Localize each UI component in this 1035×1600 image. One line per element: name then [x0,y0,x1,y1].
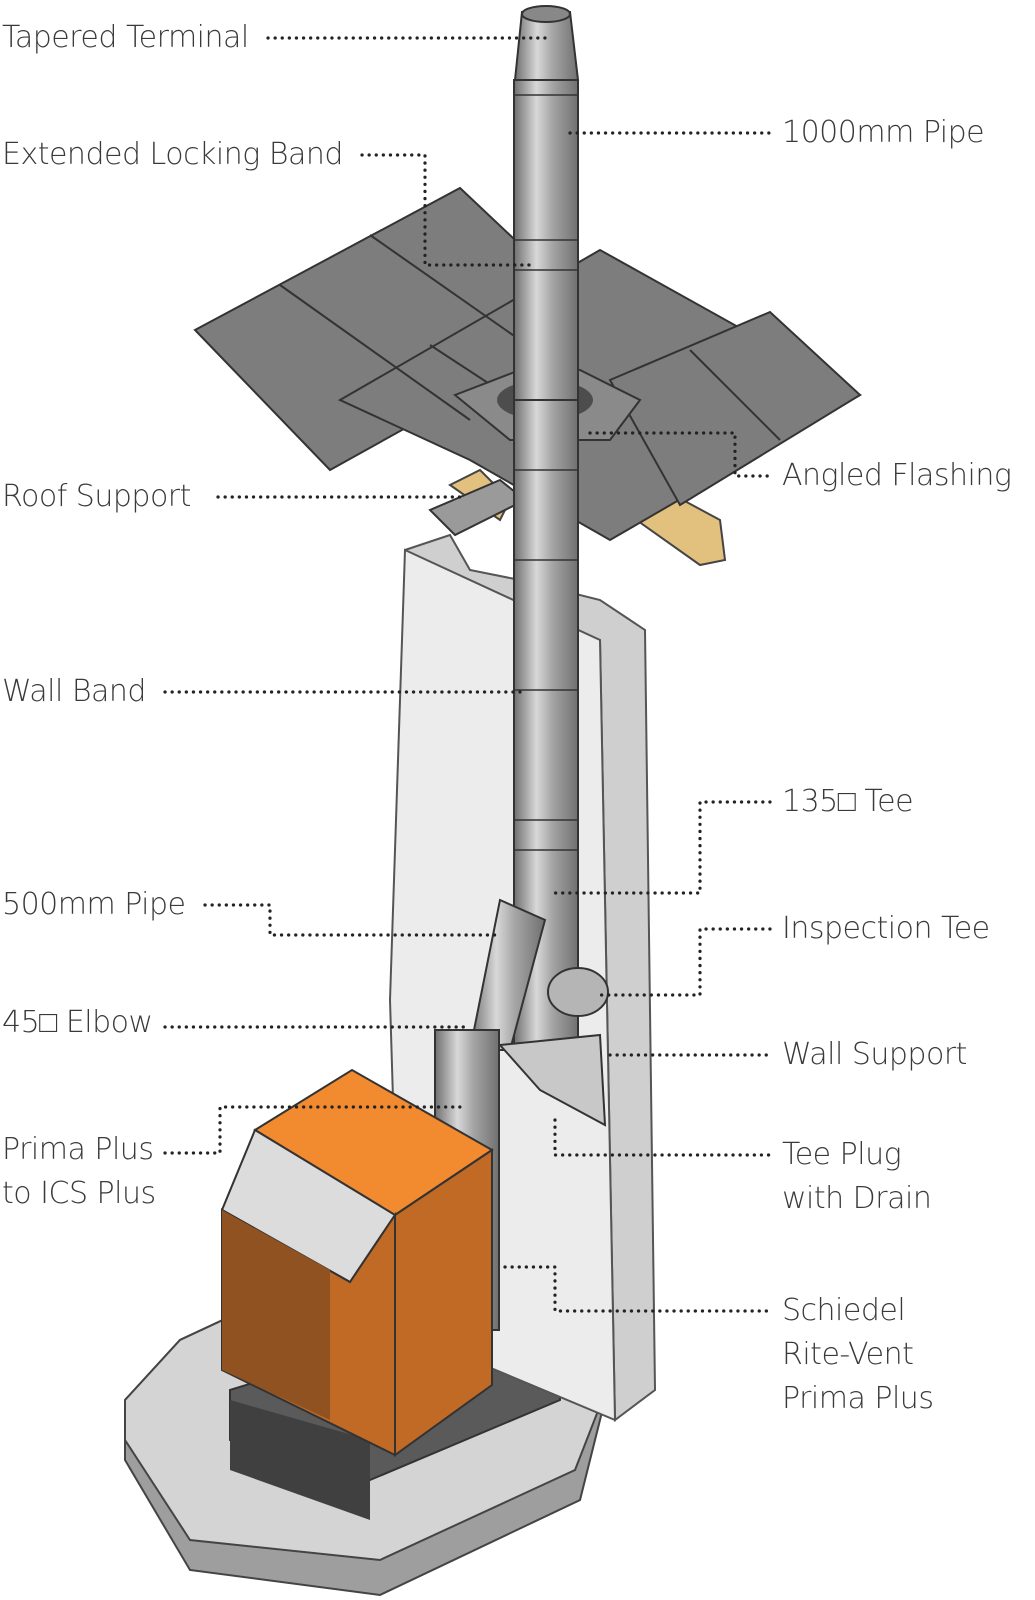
label-tee-plug: Tee Plug with Drain [782,1133,932,1221]
label-line: Schiedel [782,1293,906,1328]
label-schiedel: Schiedel Rite-Vent Prima Plus [782,1289,934,1421]
label-135-tee: 135□ Tee [782,784,914,819]
label-line: Prima Plus [782,1381,934,1416]
label-line: Prima Plus [2,1132,154,1167]
label-wall-support: Wall Support [782,1037,967,1072]
label-prima-plus-ics: Prima Plus to ICS Plus [2,1128,156,1216]
label-angled-flashing: Angled Flashing [782,458,1012,493]
label-500mm-pipe: 500mm Pipe [2,887,186,922]
label-line: Tee Plug [782,1137,902,1172]
label-tapered-terminal: Tapered Terminal [2,20,249,55]
label-roof-support: Roof Support [2,479,191,514]
label-line: to ICS Plus [2,1176,156,1211]
flue-pipe [434,5,609,1331]
leader-lines [163,36,772,1313]
label-45-elbow: 45□ Elbow [2,1005,153,1040]
appliance [220,1068,494,1457]
label-wall-band: Wall Band [2,674,146,709]
label-line: with Drain [782,1181,932,1216]
label-extended-locking-band: Extended Locking Band [2,137,343,172]
label-line: Rite-Vent [782,1337,914,1372]
label-inspection-tee: Inspection Tee [782,911,990,946]
label-1000mm-pipe: 1000mm Pipe [782,115,985,150]
